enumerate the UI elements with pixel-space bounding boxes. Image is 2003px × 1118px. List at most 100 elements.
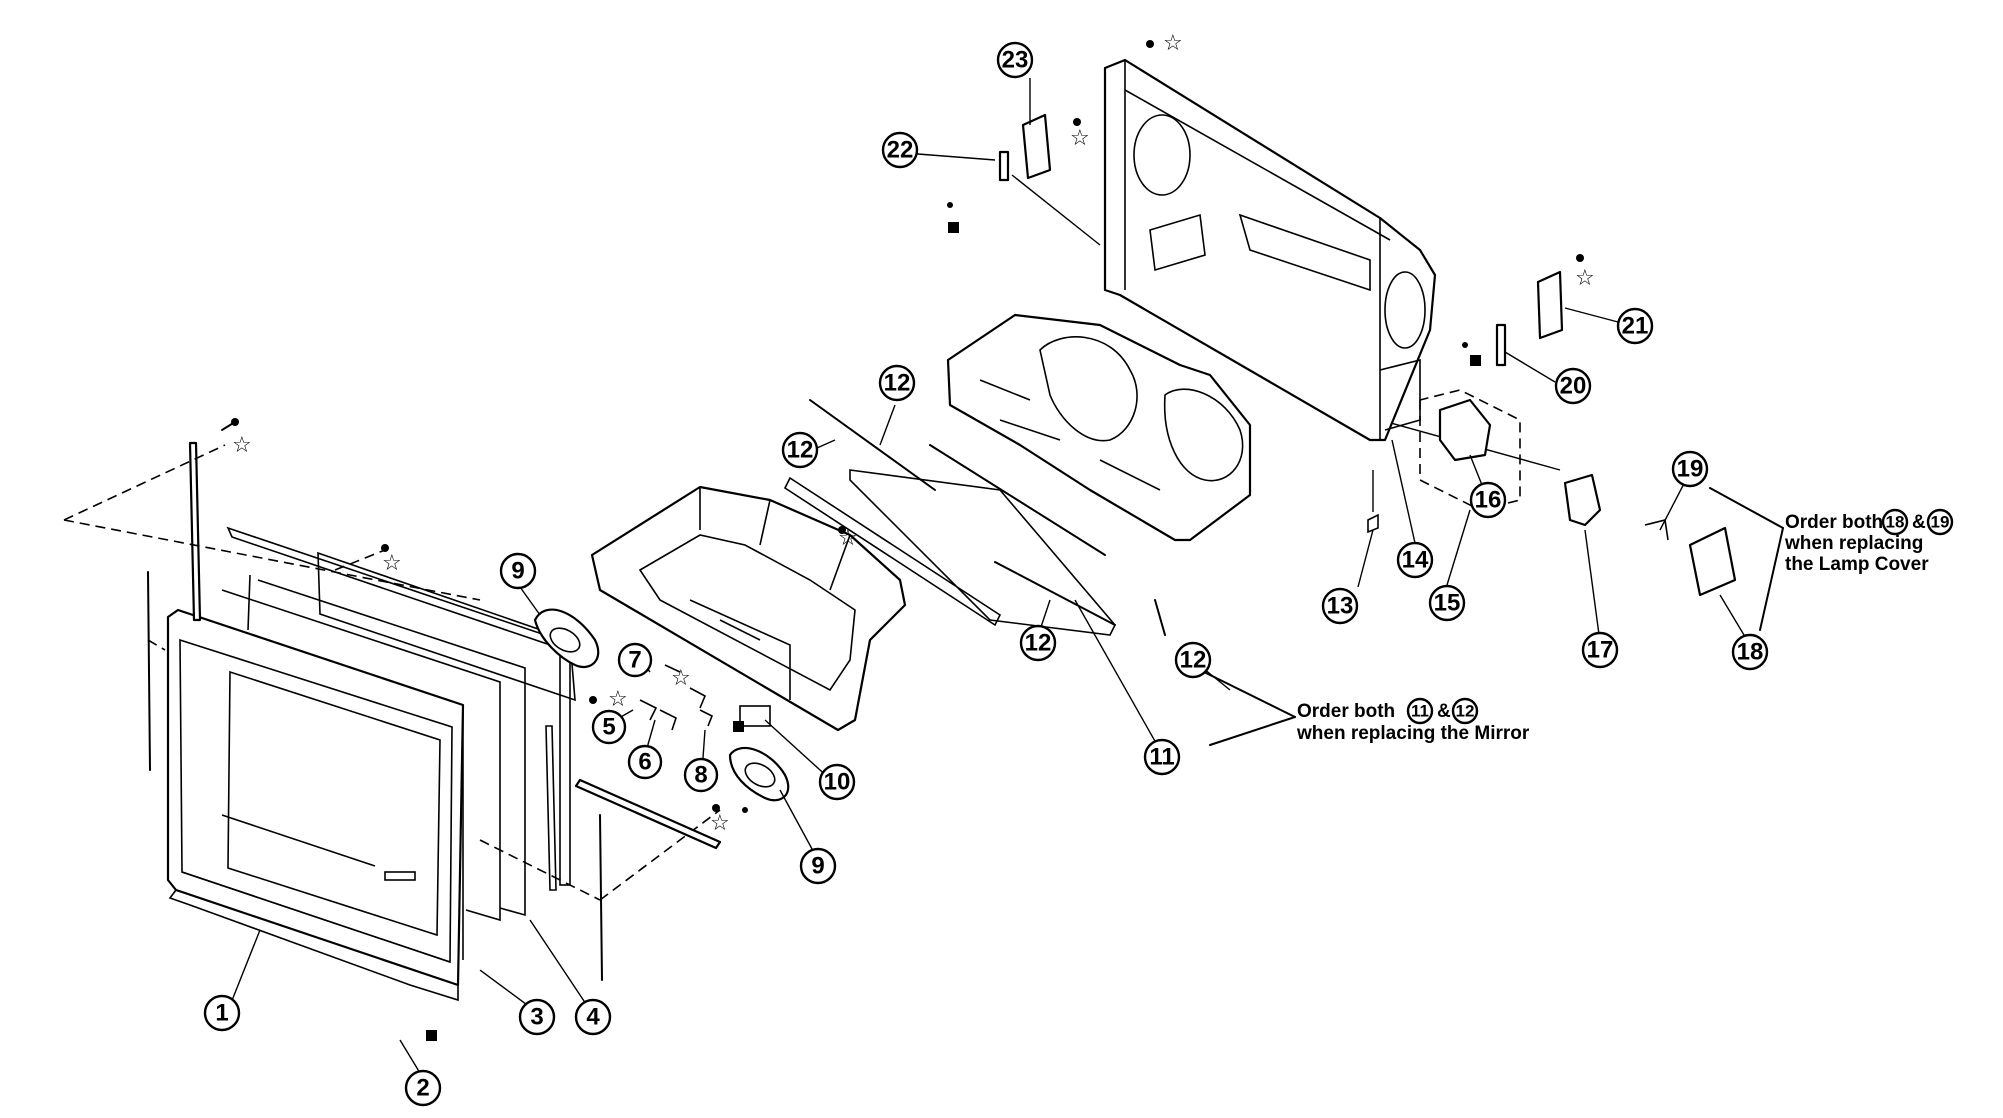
svg-text:☆: ☆ [1575, 266, 1595, 291]
callout-7: 7 [617, 642, 653, 678]
rear-cabinet [1103, 58, 1437, 442]
svg-text:&: & [1437, 701, 1451, 722]
bracket-part-22 [998, 150, 1010, 182]
part-13-tag [1367, 470, 1379, 534]
speaker-part-9-upper [533, 608, 600, 668]
callout-9-upper: 9 [499, 552, 537, 590]
svg-text:☆: ☆ [838, 526, 858, 551]
svg-text:7: 7 [628, 647, 641, 674]
svg-text:22: 22 [887, 137, 914, 164]
callout-4: 4 [574, 998, 612, 1036]
lamp-socket-part-16 [1438, 398, 1492, 462]
svg-text:19: 19 [1677, 456, 1704, 483]
svg-text:the Lamp Cover: the Lamp Cover [1785, 554, 1929, 575]
svg-text:21: 21 [1622, 313, 1649, 340]
svg-text:12: 12 [884, 370, 911, 397]
side-rods [147, 441, 603, 981]
lamp-part-17 [1563, 473, 1602, 527]
svg-text:when replacing the Mirror: when replacing the Mirror [1296, 723, 1530, 744]
callout-14: 14 [1396, 541, 1434, 579]
bracket-part-23 [1021, 113, 1052, 180]
callout-18: 18 [1731, 633, 1769, 671]
svg-text:3: 3 [530, 1004, 543, 1031]
svg-text:10: 10 [824, 769, 851, 796]
svg-text:14: 14 [1402, 547, 1429, 574]
mirror-strips-part-12 [783, 399, 1166, 636]
callout-23: 23 [996, 41, 1034, 79]
svg-text:13: 13 [1327, 593, 1354, 620]
screen-layers-parts-3-4 [221, 526, 576, 960]
speaker-part-9-lower [728, 746, 790, 802]
front-cabinet-part-1 [166, 608, 465, 1002]
svg-text:6: 6 [638, 749, 651, 776]
callout-22: 22 [881, 131, 919, 169]
callout-20: 20 [1554, 367, 1592, 405]
svg-text:11: 11 [1149, 744, 1174, 771]
callout-12-mid: 12 [1019, 624, 1057, 662]
callout-9-lower: 9 [799, 847, 837, 885]
callout-13: 13 [1321, 587, 1359, 625]
note-mirror-ref-11: 11 [1406, 697, 1434, 725]
svg-text:8: 8 [694, 762, 707, 789]
callout-17: 17 [1581, 631, 1619, 669]
callout-12-top: 12 [878, 364, 916, 402]
svg-text:☆: ☆ [382, 551, 402, 576]
svg-text:19: 19 [1931, 513, 1950, 532]
callout-19: 19 [1671, 450, 1709, 488]
svg-text:4: 4 [586, 1004, 600, 1031]
callout-10: 10 [818, 763, 856, 801]
callout-2: 2 [404, 1069, 442, 1107]
svg-text:17: 17 [1587, 637, 1614, 664]
svg-text:☆: ☆ [1070, 126, 1090, 151]
svg-text:23: 23 [1002, 47, 1029, 74]
callout-8: 8 [683, 757, 719, 793]
svg-text:5: 5 [602, 714, 615, 741]
svg-text:12: 12 [1025, 630, 1052, 657]
svg-text:2: 2 [416, 1075, 429, 1102]
svg-text:☆: ☆ [608, 687, 628, 712]
note-mirror: Order both 11 & 12 when replacing the Mi… [1296, 697, 1530, 744]
callout-1: 1 [203, 994, 241, 1032]
mirror-frame-housing [590, 485, 907, 732]
callout-15: 15 [1428, 584, 1466, 622]
svg-text:20: 20 [1560, 373, 1587, 400]
svg-text:when replacing: when replacing [1784, 533, 1923, 554]
bracket-part-20 [1495, 323, 1507, 367]
svg-text:15: 15 [1434, 590, 1461, 617]
small-brackets [639, 664, 771, 731]
svg-text:12: 12 [1456, 702, 1475, 721]
svg-text:☆: ☆ [710, 811, 730, 836]
callout-6: 6 [627, 744, 663, 780]
light-engine-assembly [946, 313, 1252, 542]
callout-5: 5 [591, 709, 627, 745]
callout-11: 11 [1143, 738, 1181, 776]
callout-12-left: 12 [781, 431, 819, 469]
callout-12-right: 12 [1174, 641, 1212, 679]
svg-text:18: 18 [1886, 513, 1905, 532]
front-trim-rail [574, 778, 722, 850]
callout-16: 16 [1469, 481, 1507, 519]
svg-text:☆: ☆ [1163, 31, 1183, 56]
note-mirror-ref-12: 12 [1451, 697, 1479, 725]
svg-text:☆: ☆ [232, 433, 252, 458]
svg-text:16: 16 [1475, 487, 1502, 514]
svg-text:Order both: Order both [1297, 701, 1395, 722]
callout-leader-lines [226, 78, 1784, 1079]
svg-text:12: 12 [1180, 647, 1207, 674]
svg-text:9: 9 [811, 853, 824, 880]
svg-text:Order both: Order both [1785, 512, 1883, 533]
svg-text:12: 12 [787, 437, 814, 464]
note-lamp-cover: Order both 18 & 19 when replacing the La… [1784, 508, 1954, 575]
svg-text:11: 11 [1411, 702, 1429, 721]
svg-text:☆: ☆ [671, 666, 691, 691]
bracket-part-21 [1536, 270, 1564, 340]
callout-21: 21 [1616, 307, 1654, 345]
lamp-cover-parts-18-19 [1644, 519, 1737, 597]
svg-text:&: & [1912, 512, 1926, 533]
note-lamp-ref-18: 18 [1881, 508, 1909, 536]
note-lamp-ref-19: 19 [1926, 508, 1954, 536]
svg-text:1: 1 [215, 1000, 228, 1027]
svg-text:18: 18 [1737, 639, 1764, 666]
star-symbols: ☆ ☆ ☆ ☆ ☆ ☆ ☆ ☆ ☆ [232, 31, 1595, 836]
